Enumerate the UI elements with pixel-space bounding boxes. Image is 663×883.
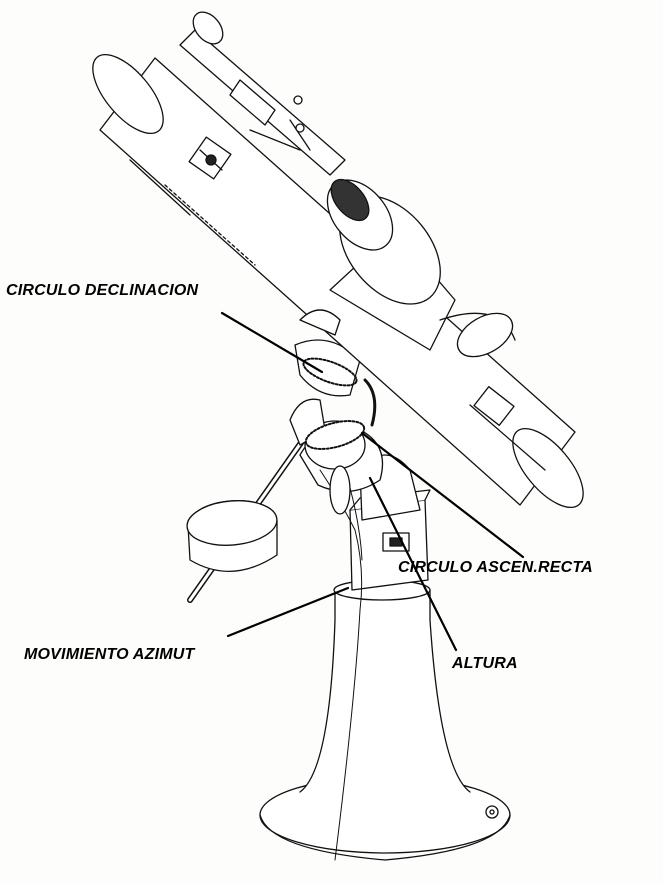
ra-circle <box>304 420 366 450</box>
leader-lines <box>220 311 525 652</box>
counterweight <box>186 398 326 603</box>
pier-base <box>259 579 511 861</box>
label-right-ascension-circle: CIRCULO ASCEN.RECTA <box>398 559 593 576</box>
leader-altitude <box>368 476 458 652</box>
label-altitude: ALTURA <box>452 655 518 672</box>
label-declination-circle: CIRCULO DECLINACION <box>6 282 199 299</box>
tube-rings <box>299 178 516 358</box>
focuser <box>188 136 232 180</box>
leader-azimuth <box>226 586 350 638</box>
label-azimuth-movement: MOVIMIENTO AZIMUT <box>24 646 195 663</box>
finder-scope <box>179 11 346 176</box>
leader-ra <box>360 431 525 559</box>
leader-declination <box>220 311 324 374</box>
